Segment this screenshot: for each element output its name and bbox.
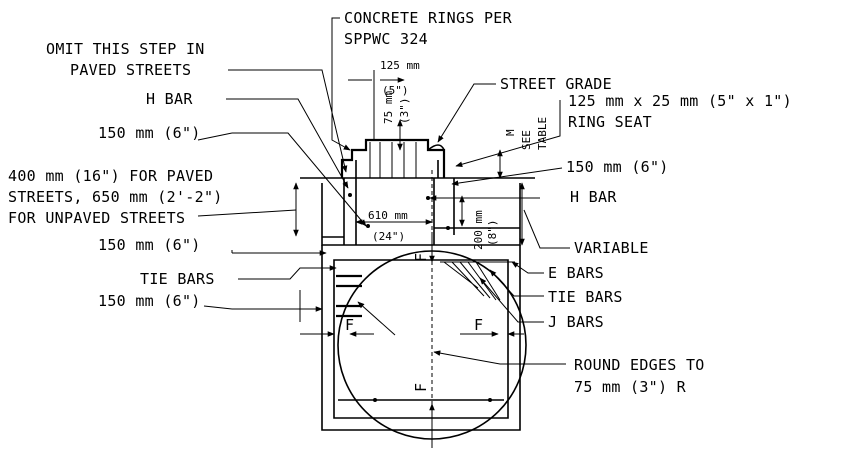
label-ring-seat-2: RING SEAT <box>568 113 652 131</box>
label-variable: VARIABLE <box>574 239 649 257</box>
label-3in: (3") <box>398 98 411 125</box>
label-see: SEE <box>520 130 533 150</box>
label-150-c: 150 mm (6") <box>98 292 201 310</box>
label-400-line2: STREETS, 650 mm (2'-2") <box>8 188 223 206</box>
label-tie-bars-left: TIE BARS <box>140 270 215 288</box>
label-8in: (8") <box>486 220 499 247</box>
label-ring-seat-1: 125 mm x 25 mm (5" x 1") <box>568 92 792 110</box>
label-concrete-rings: CONCRETE RINGS PER <box>344 9 513 27</box>
label-f-bottom: F <box>412 383 430 392</box>
label-150-d: 150 mm (6") <box>566 158 669 176</box>
label-table: TABLE <box>536 117 549 150</box>
label-omit-step-2: PAVED STREETS <box>70 61 191 79</box>
manhole-structure <box>300 138 535 440</box>
label-150-a: 150 mm (6") <box>98 124 201 142</box>
label-150-b: 150 mm (6") <box>98 236 201 254</box>
label-5in: (5") <box>382 84 409 97</box>
label-24in: (24") <box>372 230 405 243</box>
label-f-right: F <box>474 316 483 334</box>
label-200mm: 200 mm <box>472 210 485 250</box>
label-75mm: 75 mm <box>382 91 395 124</box>
label-street-grade: STREET GRADE <box>500 75 612 93</box>
leader-lines <box>226 17 570 448</box>
label-sppwc: SPPWC 324 <box>344 30 428 48</box>
label-400-line1: 400 mm (16") FOR PAVED <box>8 167 213 185</box>
label-400-line3: FOR UNPAVED STREETS <box>8 209 185 227</box>
annotation-labels: CONCRETE RINGS PER SPPWC 324 OMIT THIS S… <box>8 9 792 396</box>
label-e-bars: E BARS <box>548 264 604 282</box>
label-j-bars: J BARS <box>548 313 604 331</box>
label-tails <box>197 132 297 310</box>
label-f-top: F <box>412 253 430 262</box>
label-tie-bars-right: TIE BARS <box>548 288 623 306</box>
label-m: M <box>504 129 517 136</box>
label-round-edges-2: 75 mm (3") R <box>574 378 687 396</box>
label-omit-step-1: OMIT THIS STEP IN <box>46 40 205 58</box>
label-610mm: 610 mm <box>368 209 408 222</box>
label-125mm: 125 mm <box>380 59 420 72</box>
label-round-edges-1: ROUND EDGES TO <box>574 356 705 374</box>
label-h-bar-right: H BAR <box>570 188 617 206</box>
label-f-left: F <box>345 316 354 334</box>
label-h-bar-left: H BAR <box>146 90 193 108</box>
